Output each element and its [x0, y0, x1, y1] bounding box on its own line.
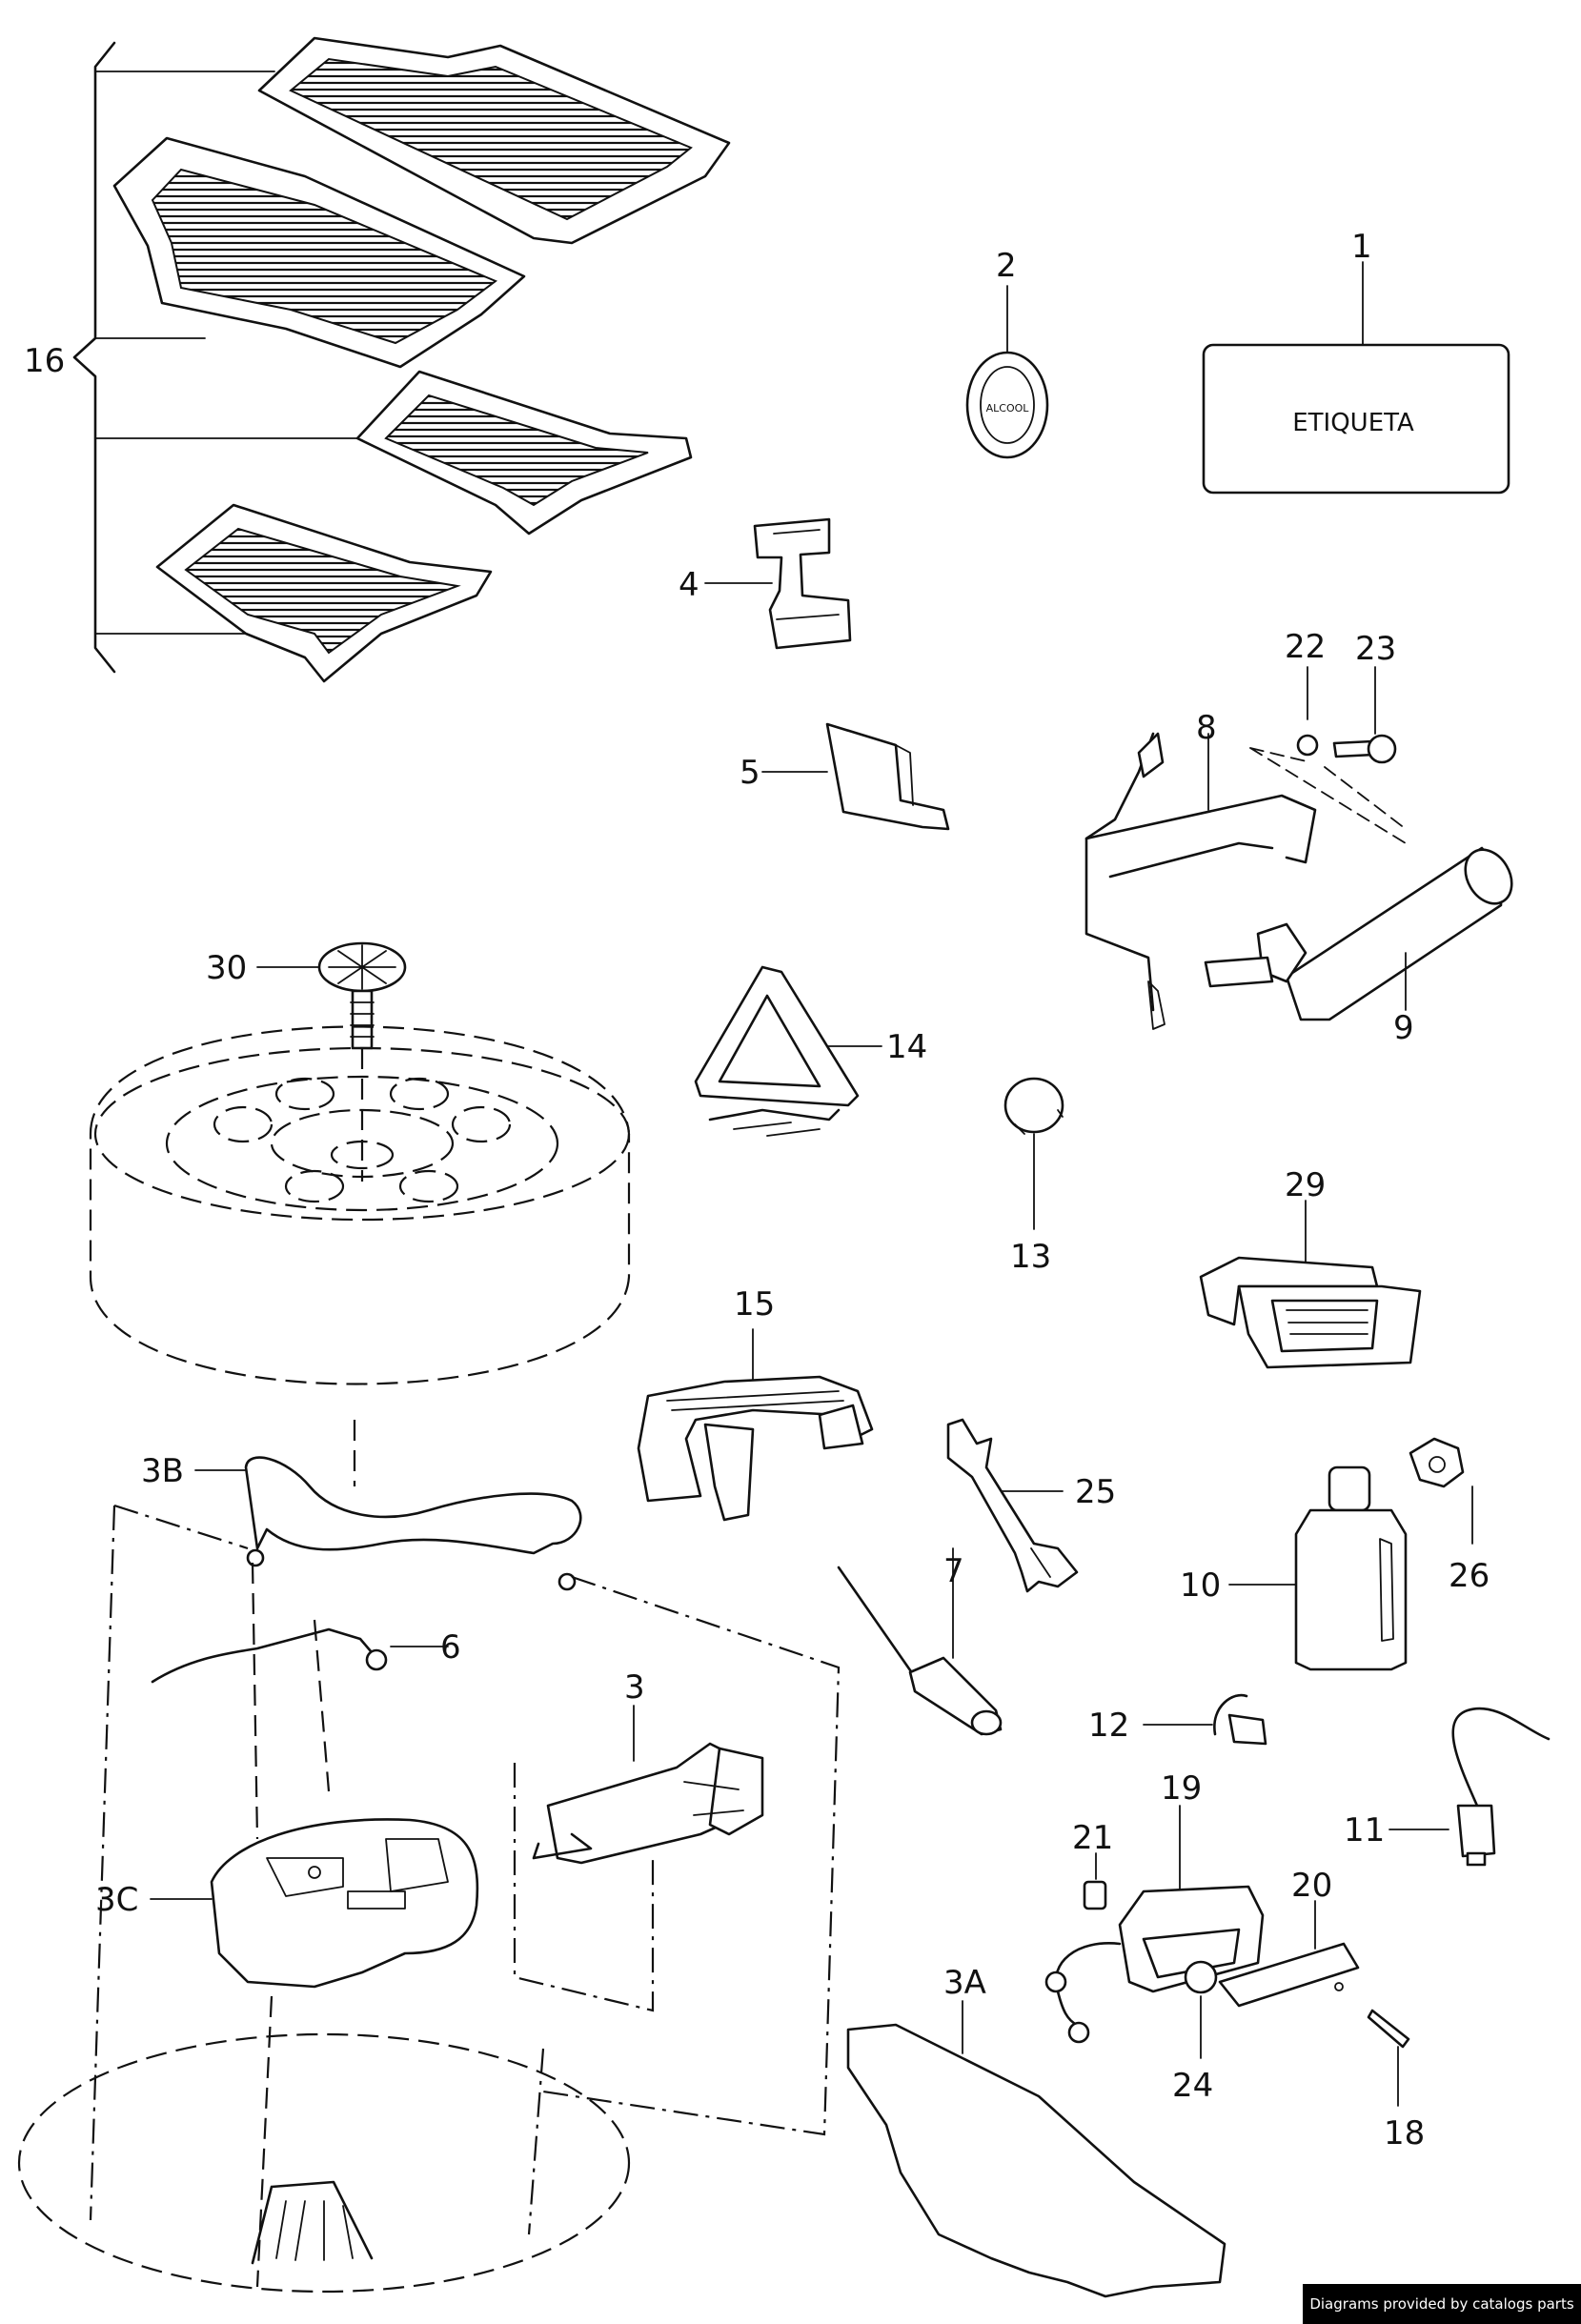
callout-29: 29	[1285, 1166, 1326, 1204]
lamp-bulb-24	[1184, 1960, 1218, 1994]
callout-3c: 3C	[95, 1881, 138, 1919]
etiqueta-text: ETIQUETA	[1292, 409, 1414, 437]
wrench-tool[interactable]	[946, 1418, 1079, 1593]
tool-bag-3a	[846, 2000, 1226, 2298]
callout-15: 15	[734, 1285, 775, 1324]
callout-23: 23	[1355, 630, 1396, 668]
housing-part[interactable]	[1199, 1200, 1422, 1369]
clip-part[interactable]	[704, 517, 852, 650]
callout-18: 18	[1384, 2114, 1425, 2152]
bracket-part[interactable]	[761, 722, 950, 831]
callout-24: 24	[1172, 2067, 1213, 2105]
callout-11: 11	[1344, 1811, 1385, 1849]
callout-3b: 3B	[141, 1452, 184, 1490]
callout-10: 10	[1180, 1566, 1221, 1605]
grommet-part	[1083, 1880, 1107, 1910]
callout-8: 8	[1196, 709, 1217, 747]
screw-18	[1367, 2009, 1410, 2049]
callout-16: 16	[24, 342, 65, 380]
connector-cable[interactable]	[1388, 1707, 1551, 1867]
jack-support-3b	[244, 1456, 582, 1591]
screwdriver-tool[interactable]	[837, 1547, 1003, 1736]
nut-part[interactable]	[1409, 1437, 1473, 1545]
spare-wheel-assembly[interactable]	[89, 941, 631, 1486]
jack-3	[532, 1705, 764, 1865]
callout-9: 9	[1393, 1009, 1414, 1047]
callout-3: 3	[624, 1668, 645, 1707]
wheel-bolt-part	[317, 941, 407, 1050]
cap-part[interactable]	[1003, 1077, 1064, 1230]
callout-19: 19	[1161, 1769, 1202, 1808]
callout-12: 12	[1088, 1707, 1129, 1745]
jack-tray-3c	[150, 1818, 479, 1989]
callout-30: 30	[206, 949, 247, 987]
callout-5: 5	[740, 754, 760, 792]
floor-mats-group[interactable]	[72, 36, 731, 683]
callout-7: 7	[943, 1552, 964, 1590]
license-plate-light-assembly[interactable]	[1044, 1805, 1410, 2107]
jack-base-marker	[251, 2180, 374, 2265]
strap-part[interactable]	[637, 1328, 874, 1522]
credit-banner: Diagrams provided by catalogs parts	[1303, 2284, 1581, 2324]
fire-extinguisher-assembly[interactable]	[1084, 666, 1521, 1030]
svg-text:ALCOOL: ALCOOL	[986, 402, 1030, 414]
jack-holder-set[interactable]	[17, 1456, 1226, 2298]
alcohol-sticker[interactable]: ALCOOL	[965, 285, 1049, 459]
floor-mat-rear-left[interactable]	[155, 503, 493, 683]
bulb-part[interactable]	[1143, 1693, 1267, 1746]
warning-triangle[interactable]	[694, 965, 882, 1137]
lens-part	[1218, 1942, 1360, 2008]
screw-part	[1332, 734, 1397, 764]
callout-20: 20	[1291, 1867, 1332, 1905]
callout-2: 2	[996, 247, 1017, 285]
callout-13: 13	[1010, 1238, 1051, 1276]
floor-mat-front-left[interactable]	[112, 136, 526, 369]
fluid-bottle[interactable]	[1228, 1465, 1408, 1671]
callout-3a: 3A	[943, 1964, 986, 2002]
callout-25: 25	[1075, 1473, 1116, 1511]
callout-6: 6	[440, 1628, 461, 1667]
etiqueta-label[interactable]: ETIQUETA	[1202, 261, 1510, 495]
callout-labels: 16 2 1 4 22 23 8 5 30 9 14 29 13 15 3B 2…	[24, 228, 1490, 2152]
callout-1: 1	[1351, 228, 1372, 266]
lug-wrench-6	[151, 1627, 449, 1684]
washer-part	[1296, 734, 1319, 757]
callout-26: 26	[1449, 1557, 1490, 1595]
floor-mat-rear-right[interactable]	[355, 370, 693, 536]
callout-22: 22	[1285, 628, 1326, 666]
callout-21: 21	[1072, 1819, 1113, 1857]
callout-4: 4	[679, 566, 699, 604]
floor-mat-front-right[interactable]	[257, 36, 731, 245]
callout-14: 14	[886, 1028, 927, 1066]
